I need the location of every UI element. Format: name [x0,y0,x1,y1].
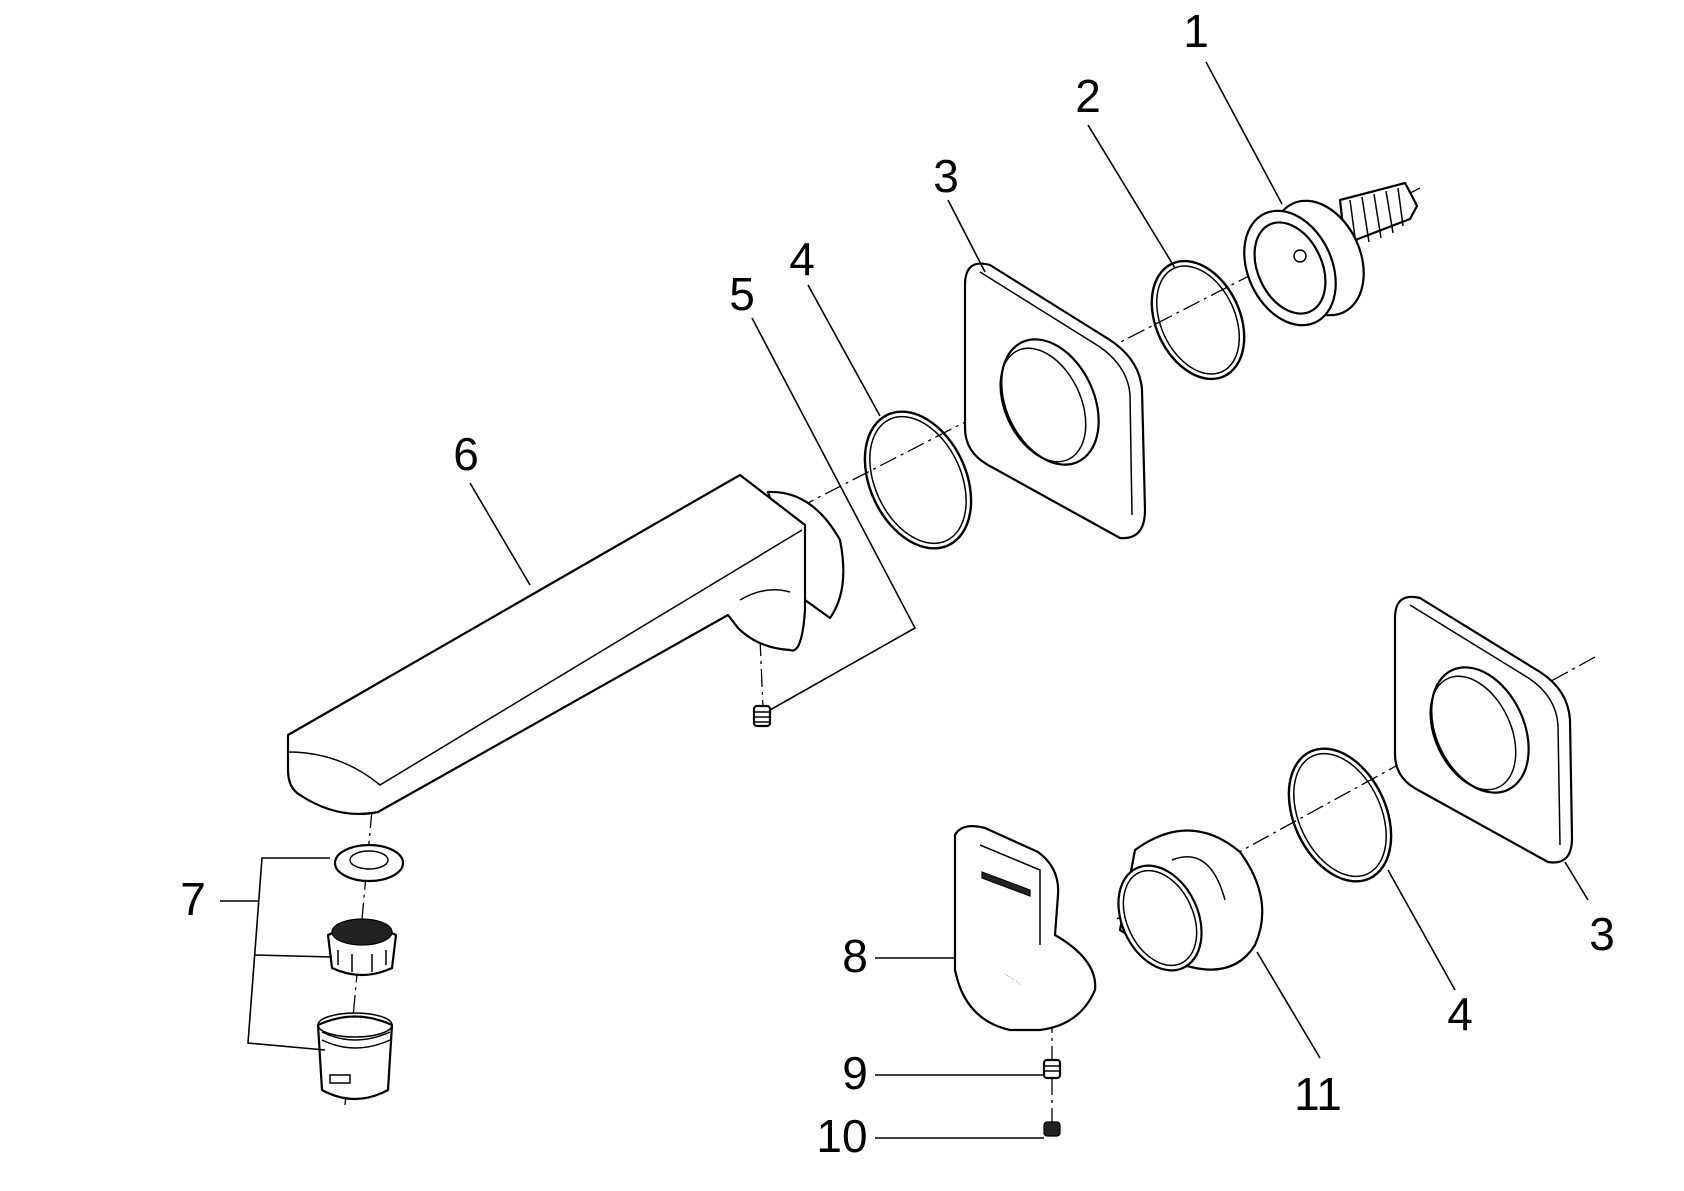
spout-screw-axis [759,637,764,709]
callout-3-upper: 3 [933,150,959,202]
lower-assembly-axis [1114,656,1596,921]
callout-9: 9 [842,1047,868,1099]
leader-11 [1256,951,1321,1059]
callout-11: 11 [1294,1068,1342,1120]
leader-5 [751,317,917,711]
part-4-o-ring-upper [863,410,973,550]
callout-4-upper: 4 [789,233,815,285]
part-9-screw [1042,1058,1062,1080]
leader-7-mid [254,954,333,958]
callout-6: 6 [453,428,479,480]
callout-8: 8 [842,930,868,982]
leader-3-upper [947,199,986,273]
callout-7: 7 [180,873,206,925]
part-7-aerator-set [316,843,405,1100]
part-8-handle: ··· ·· ··· [953,825,1097,1032]
leader-lines [220,61,1589,1139]
part-3-rosette-upper [963,262,1147,540]
upper-assembly-axis [764,187,1421,526]
part-11-sleeve [1117,829,1264,972]
callout-5: 5 [729,268,755,320]
part-2-o-ring [1150,259,1246,381]
leader-7-top [247,857,330,1051]
part-10-screw [1043,1121,1061,1137]
callout-1: 1 [1183,5,1209,57]
leader-1 [1205,61,1283,205]
part-3-rosette-lower [1393,595,1574,864]
callout-2: 2 [1075,70,1101,122]
callout-labels: 1 2 3 4 5 6 7 8 9 10 11 4 3 [180,5,1615,1162]
callout-4-lower: 4 [1447,988,1473,1040]
part-1-connector [1243,181,1419,327]
callout-10: 10 [816,1110,867,1162]
part-4-o-ring-lower [1287,747,1393,883]
leader-6 [469,482,531,586]
part-5-grub-screw [752,704,772,728]
leader-2 [1087,124,1176,269]
callout-3-lower: 3 [1589,908,1615,960]
leader-3-lower [1564,861,1589,901]
leader-4-upper [807,284,881,417]
part-6-spout [286,473,845,815]
leader-4-lower [1387,869,1456,991]
